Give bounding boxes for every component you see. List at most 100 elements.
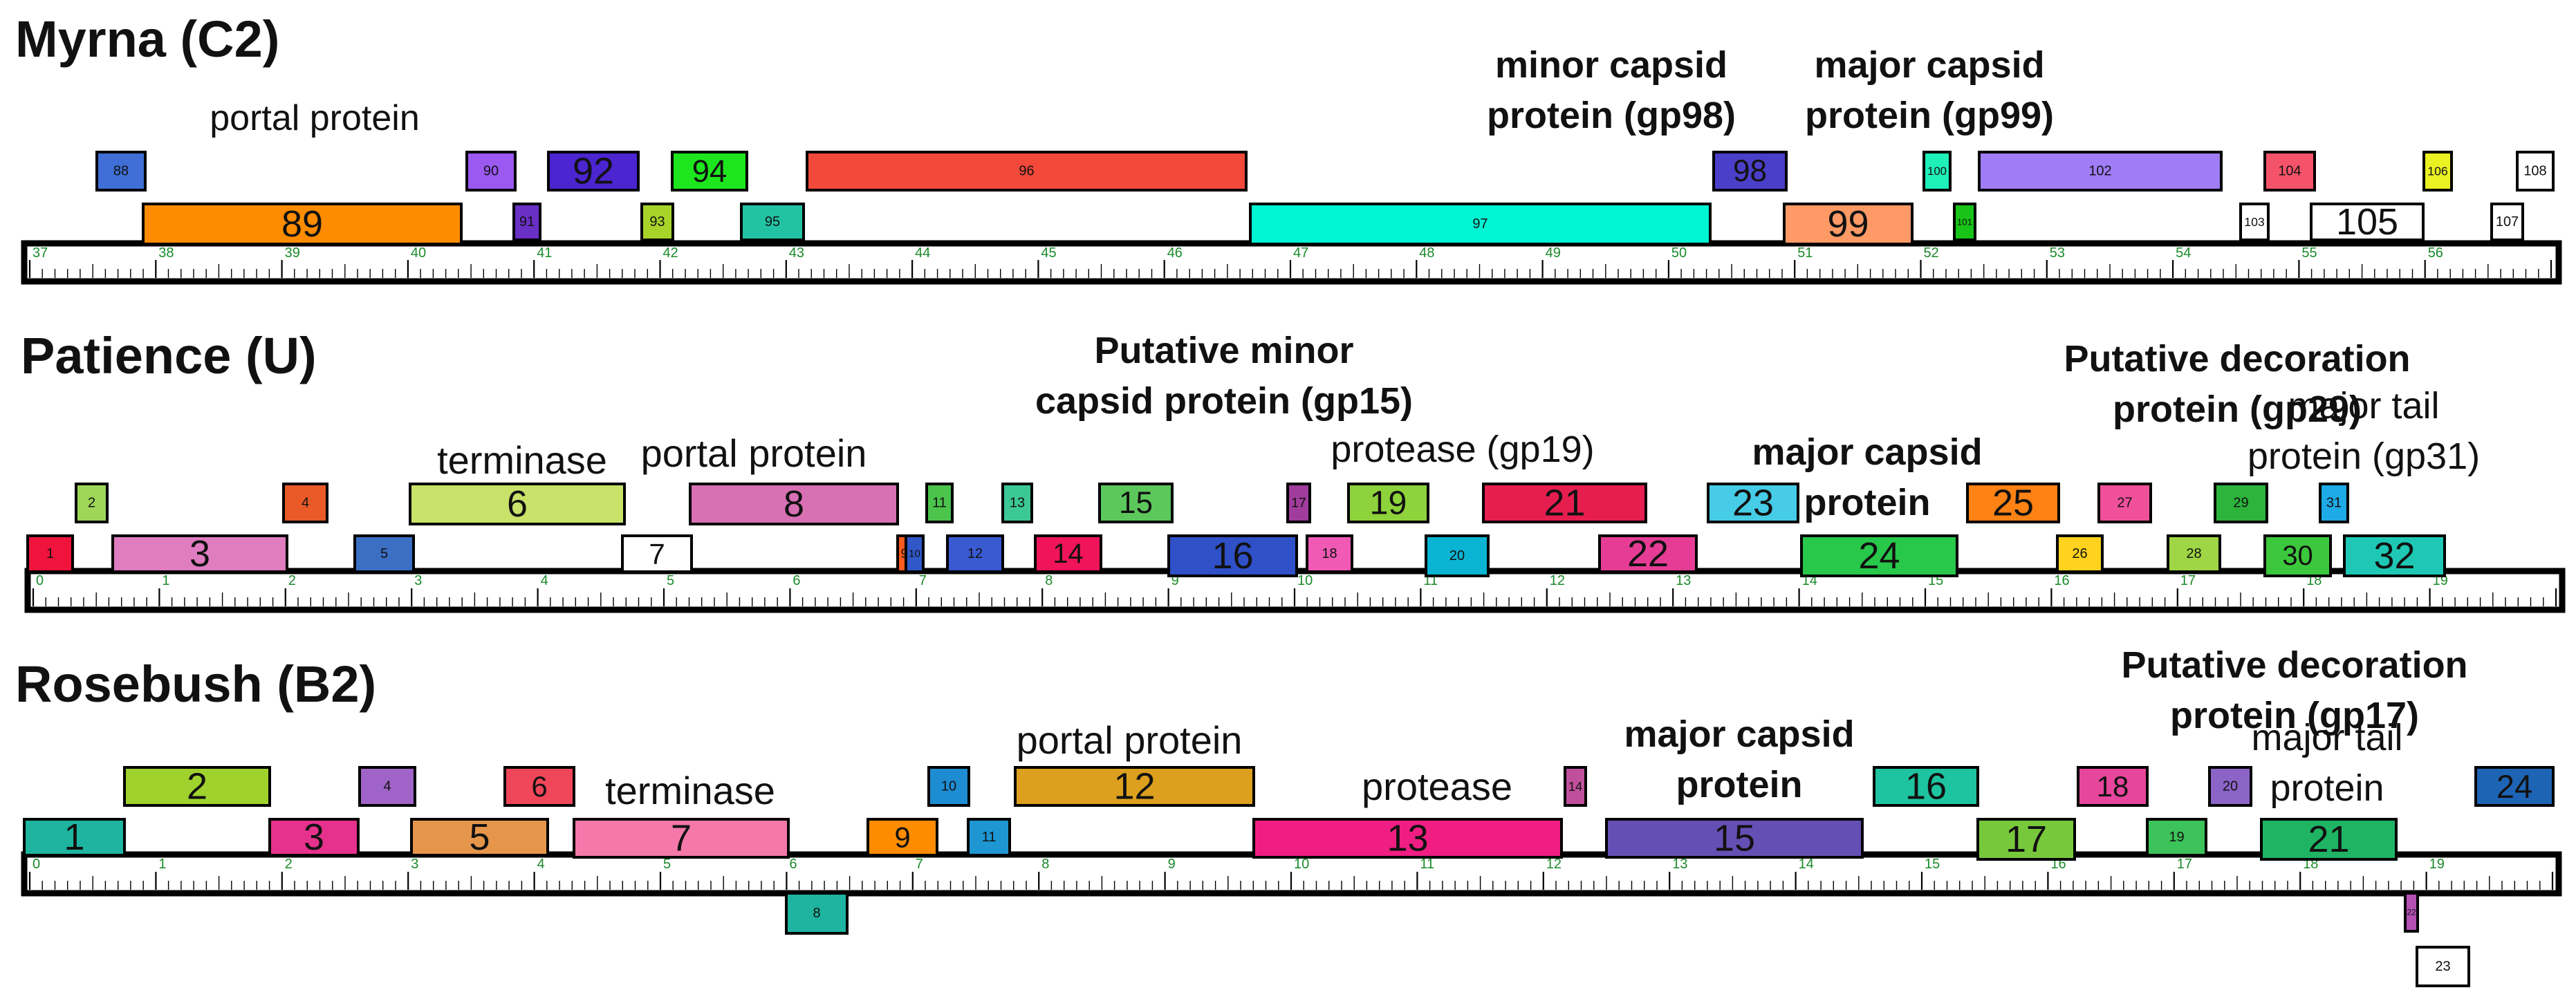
gene-box xyxy=(1873,766,1979,807)
gene-1: 1 xyxy=(26,534,74,573)
gene-number: 22 xyxy=(2407,908,2416,917)
ruler-kbp-label: 0 xyxy=(33,857,40,872)
gene-2: 2 xyxy=(75,483,109,523)
ruler-kbp-label: 12 xyxy=(1550,573,1565,588)
ruler-kbp-label: 5 xyxy=(663,857,671,872)
gene-box xyxy=(905,534,925,573)
ruler-kbp-label: 9 xyxy=(1171,573,1179,588)
gene-number: 96 xyxy=(1019,164,1034,179)
ruler-kbp-label: 7 xyxy=(916,857,923,872)
gene-box xyxy=(2056,534,2104,573)
gene-number: 97 xyxy=(1472,216,1488,232)
gene-number: 2 xyxy=(187,766,207,807)
gene-12: 12 xyxy=(1014,766,1255,807)
gene-number: 90 xyxy=(483,164,499,179)
ruler-kbp-label: 2 xyxy=(285,857,293,872)
gene-6: 6 xyxy=(409,483,626,525)
gene-94: 94 xyxy=(671,151,748,192)
gene-number: 25 xyxy=(1992,483,2034,524)
gene-box xyxy=(142,203,463,245)
gene-number: 32 xyxy=(2373,535,2415,577)
ruler-kbp-label: 54 xyxy=(2176,245,2191,261)
gene-number: 9 xyxy=(894,821,910,854)
ruler-kbp-label: 11 xyxy=(1420,857,1434,872)
gene-box xyxy=(2263,534,2332,577)
gene-box xyxy=(2490,203,2524,241)
gene-number: 17 xyxy=(2005,819,2047,860)
gene-box xyxy=(1922,151,1952,192)
gene-number: 28 xyxy=(2186,546,2201,561)
gene-number: 24 xyxy=(1858,535,1900,577)
ruler-kbp-label: 9 xyxy=(1168,857,1176,872)
gene-number: 31 xyxy=(2326,496,2342,511)
ruler-kbp-label: 53 xyxy=(2050,245,2065,261)
ruler-kbp-label: 4 xyxy=(537,857,545,872)
gene-box xyxy=(1978,151,2223,192)
gene-22: 22 xyxy=(1598,533,1698,575)
gene-number: 21 xyxy=(1544,483,1585,524)
gene-box xyxy=(2310,203,2425,241)
gene-box xyxy=(2239,203,2270,241)
gene-14: 14 xyxy=(1034,534,1102,573)
gene-14: 14 xyxy=(1564,766,1587,807)
gene-box xyxy=(1306,534,1353,573)
gene-17: 17 xyxy=(1976,818,2076,861)
gene-box xyxy=(1098,483,1174,523)
gene-105: 105 xyxy=(2310,201,2425,243)
ruler-kbp-label: 43 xyxy=(789,245,804,261)
gene-box xyxy=(547,151,640,192)
gene-8: 8 xyxy=(785,892,849,935)
gene-number: 95 xyxy=(765,214,780,230)
genome-title: Myrna (C2) xyxy=(15,10,279,68)
gene-number: 7 xyxy=(671,818,692,859)
gene-number: 29 xyxy=(2233,496,2248,511)
ruler-kbp-label: 52 xyxy=(1924,245,1939,261)
gene-box xyxy=(2097,483,2152,523)
gene-number: 5 xyxy=(469,816,490,858)
gene-function-label: terminase xyxy=(605,769,775,812)
gene-92: 92 xyxy=(547,151,640,192)
gene-number: 15 xyxy=(1714,818,1755,859)
gene-box xyxy=(75,483,109,523)
gene-box xyxy=(2319,483,2349,523)
genome-ruler xyxy=(21,240,2562,285)
ruler-kbp-label: 44 xyxy=(915,245,930,261)
gene-6: 6 xyxy=(503,766,575,807)
ruler-kbp-label: 19 xyxy=(2429,857,2445,872)
gene-box xyxy=(1482,483,1647,523)
gene-box xyxy=(409,483,626,525)
gene-number: 89 xyxy=(281,203,323,245)
gene-20: 20 xyxy=(2208,766,2252,807)
ruler-kbp-label: 14 xyxy=(1799,857,1814,872)
gene-number: 8 xyxy=(784,483,804,525)
gene-102: 102 xyxy=(1978,151,2223,192)
gene-20: 20 xyxy=(1425,534,1490,577)
gene-box xyxy=(925,483,954,523)
gene-number: 92 xyxy=(573,151,614,192)
gene-number: 100 xyxy=(1927,165,1947,178)
gene-4: 4 xyxy=(358,766,416,807)
genome-title: Rosebush (B2) xyxy=(15,655,376,713)
gene-number: 106 xyxy=(2427,165,2448,178)
gene-95: 95 xyxy=(740,203,805,241)
gene-21: 21 xyxy=(1482,483,1647,524)
gene-number: 22 xyxy=(1627,533,1669,575)
gene-88: 88 xyxy=(95,151,147,192)
gene-22: 22 xyxy=(2404,892,2419,933)
gene-11: 11 xyxy=(967,818,1011,857)
gene-number: 23 xyxy=(1732,483,1774,524)
gene-108: 108 xyxy=(2516,151,2555,192)
gene-box xyxy=(1564,766,1587,807)
gene-box xyxy=(785,892,849,935)
gene-box xyxy=(689,483,899,525)
gene-7: 7 xyxy=(573,818,790,859)
gene-24: 24 xyxy=(1800,534,1958,577)
